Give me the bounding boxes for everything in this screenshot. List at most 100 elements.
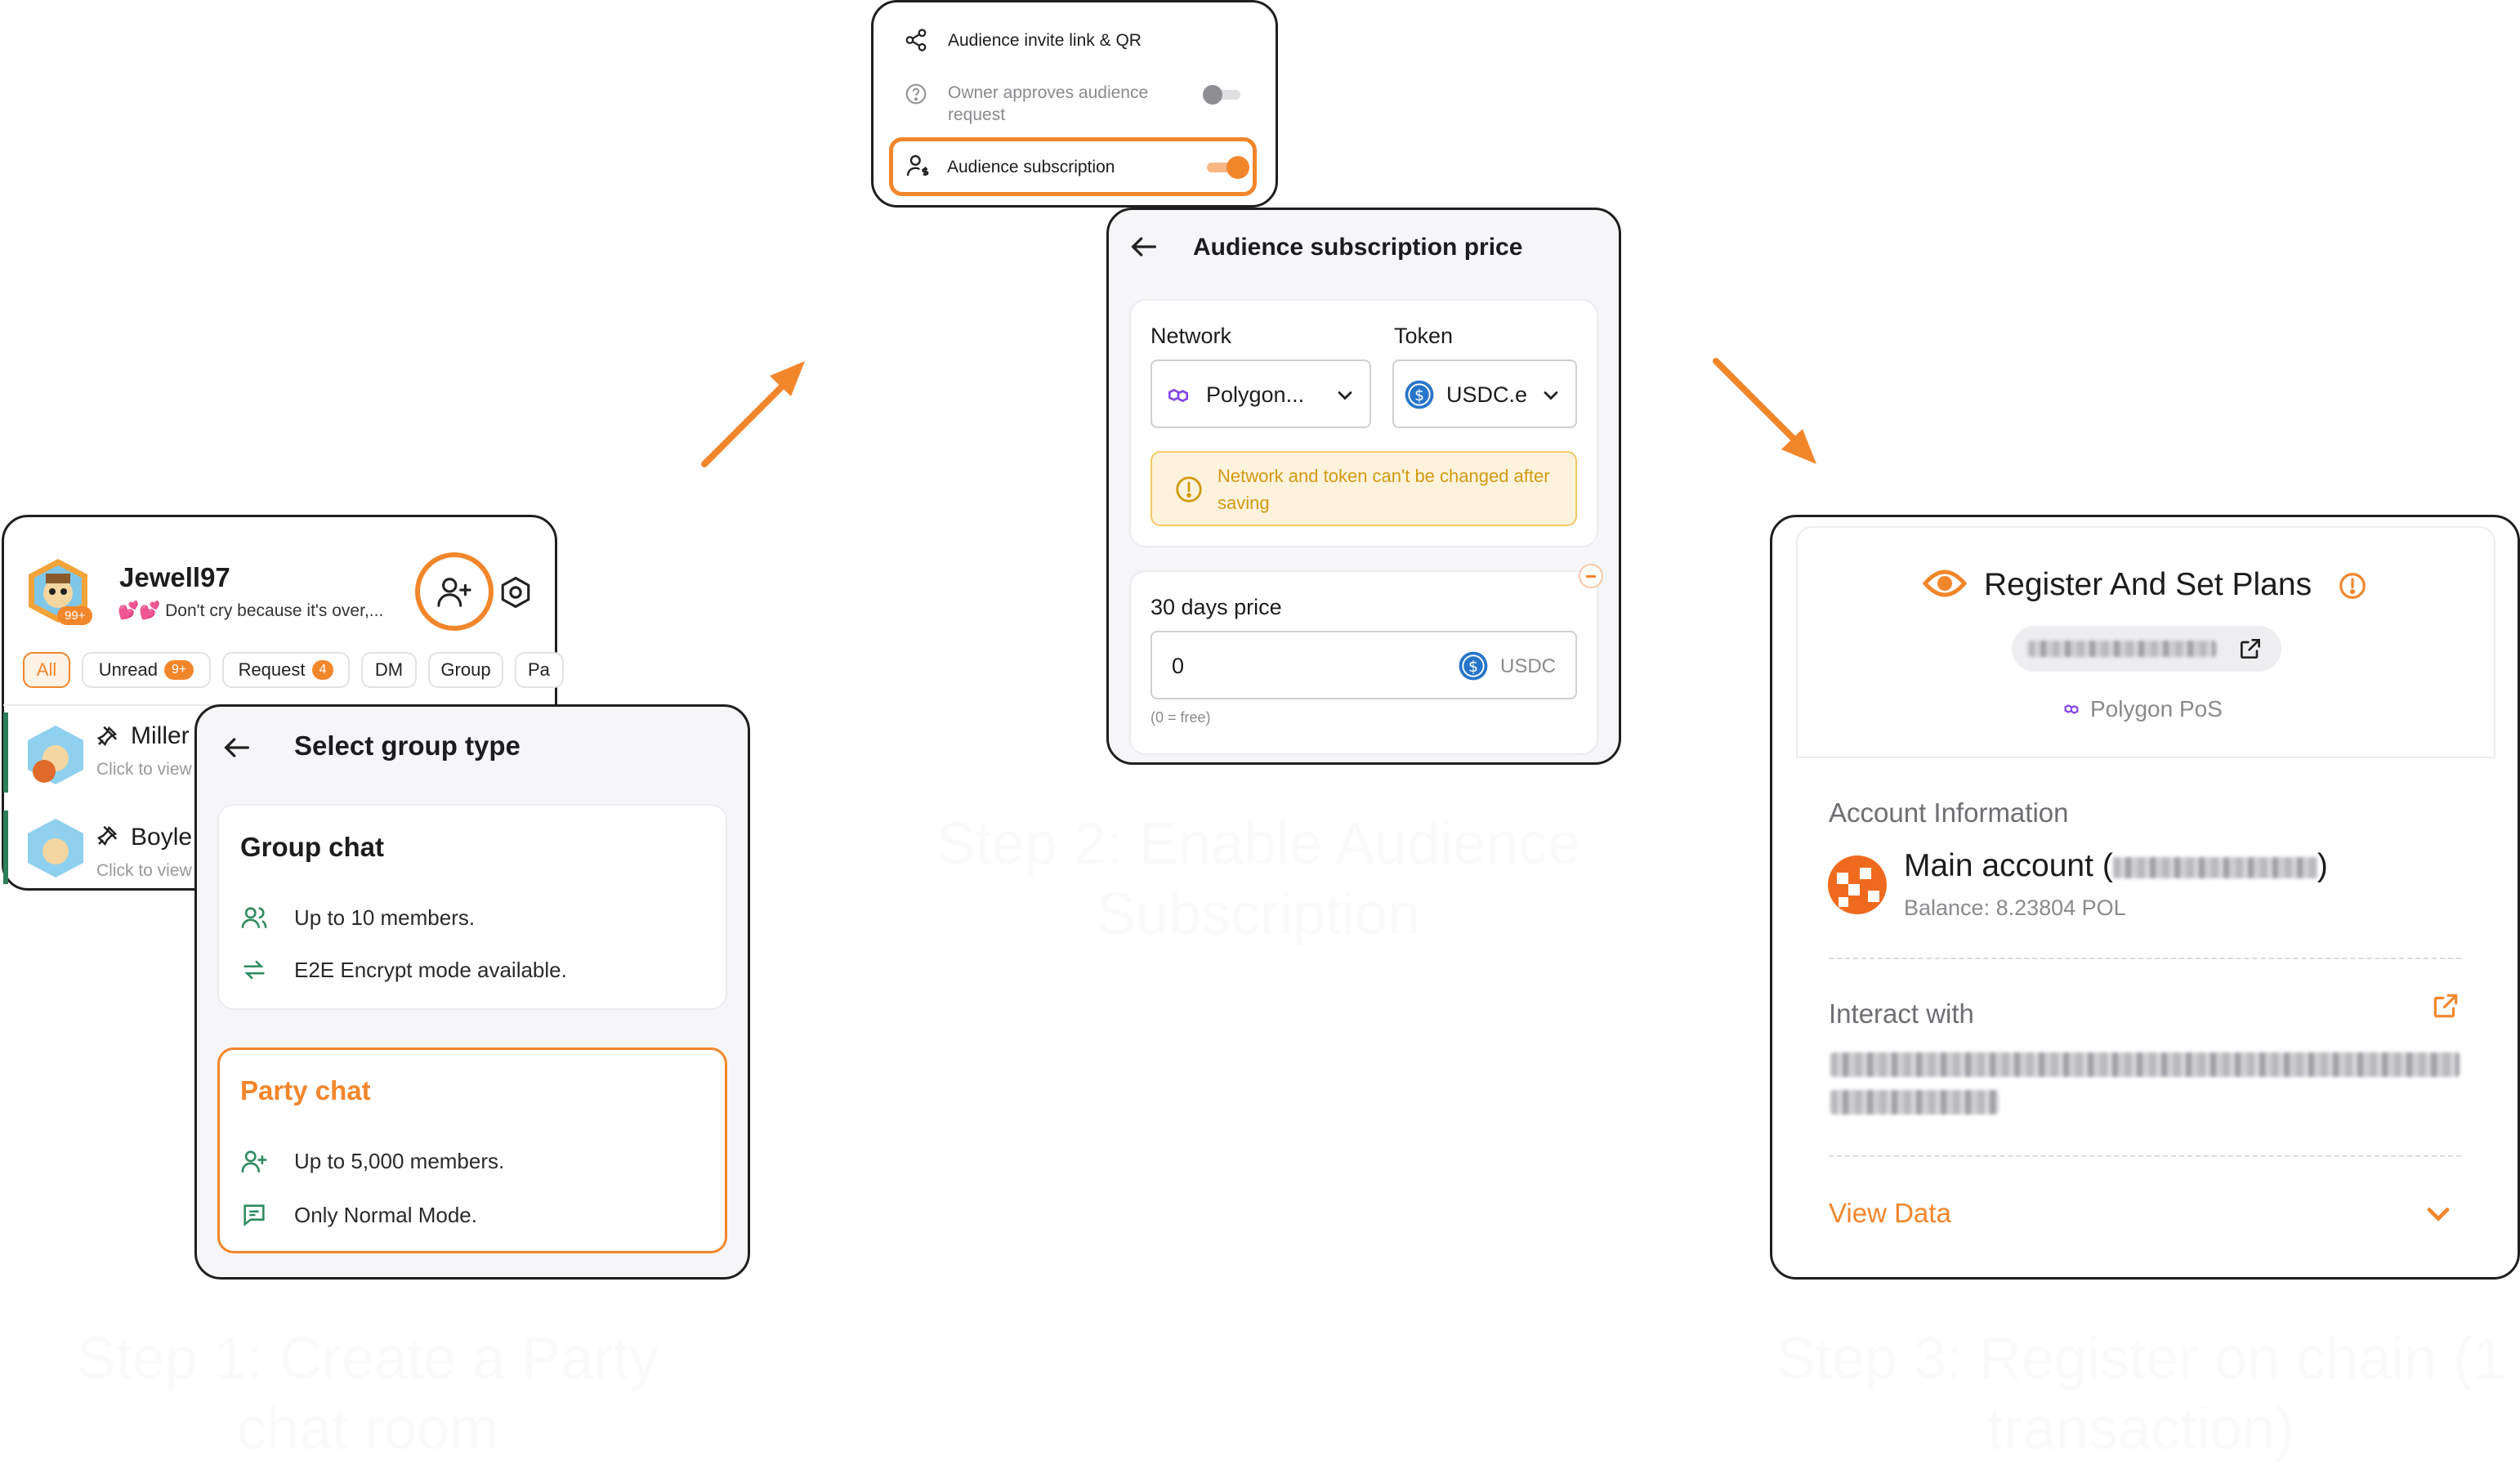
account-address-open: ( <box>2102 848 2113 883</box>
filter-request-label: Request <box>238 659 306 680</box>
token-value: USDC.e <box>1446 382 1528 407</box>
settings-icon[interactable] <box>498 575 533 610</box>
polygon-icon <box>1168 388 1188 403</box>
toggle-knob <box>1203 85 1222 105</box>
external-link-icon[interactable] <box>2430 990 2461 1021</box>
filter-unread-label: Unread <box>98 659 158 680</box>
token-label: Token <box>1394 324 1454 348</box>
toggle-knob <box>1226 156 1249 179</box>
network-label: Network <box>1151 324 1232 348</box>
network-select[interactable]: Polygon... <box>1151 360 1371 428</box>
svg-text:$: $ <box>1468 658 1478 676</box>
token-select[interactable]: $ USDC.e <box>1392 360 1577 428</box>
party-chat-feature-1: Up to 5,000 members. <box>294 1149 505 1173</box>
pin-icon <box>96 825 118 846</box>
back-arrow-icon[interactable] <box>1128 230 1160 263</box>
contract-address-redacted-line-1 <box>1830 1052 2460 1077</box>
chat-avatar <box>28 819 83 878</box>
profile-username: Jewell97 <box>119 562 230 592</box>
info-icon[interactable] <box>2337 570 2368 601</box>
setting-owner-approves-label: Owner approves audience request <box>948 83 1149 124</box>
register-title: Register And Set Plans <box>1984 567 2312 602</box>
filter-party-label: Pa <box>528 659 550 680</box>
filter-all[interactable]: All <box>23 652 70 688</box>
network-info: Polygon PoS <box>2062 696 2223 722</box>
setting-invite-link[interactable]: Audience invite link & QR <box>891 25 1258 60</box>
usdc-icon: $ <box>1459 651 1488 681</box>
filter-all-label: All <box>36 659 57 680</box>
encrypt-sync-icon <box>244 960 265 980</box>
pin-icon <box>96 726 118 747</box>
message-icon <box>244 1204 265 1226</box>
share-icon <box>905 29 927 51</box>
external-link-icon <box>2241 639 2260 659</box>
request-badge: 4 <box>311 660 334 680</box>
arrow-down-right-icon <box>1713 358 1816 464</box>
profile-status: 💕💕 Don't cry because it's over,... <box>118 601 383 621</box>
chevron-down-icon <box>1544 391 1558 400</box>
price-input[interactable]: 0 $ USDC <box>1151 631 1577 699</box>
account-address-redacted <box>2112 856 2317 878</box>
contract-address-redacted <box>2028 641 2216 657</box>
view-data-toggle[interactable]: View Data <box>1829 1198 1951 1228</box>
polygon-icon <box>2064 704 2079 714</box>
chat-preview: Click to view <box>96 760 192 779</box>
minus-glyph <box>1586 574 1596 578</box>
chat-row-2[interactable]: Boyle Click to view <box>3 807 556 889</box>
create-group-button[interactable] <box>415 552 494 631</box>
chevron-down-icon[interactable] <box>2420 1196 2456 1232</box>
price-hint: (0 = free) <box>1151 709 1211 726</box>
add-user-icon <box>437 578 471 607</box>
interact-label: Interact with <box>1829 998 1974 1029</box>
filter-dm-label: DM <box>374 659 404 680</box>
header-divider <box>1796 757 2495 758</box>
arrow-up-right-icon <box>701 361 805 467</box>
contract-address-redacted-line-2 <box>1830 1090 1999 1114</box>
status-emoji: 💕💕 <box>118 601 161 620</box>
avatar[interactable]: 99+ <box>25 557 93 625</box>
account-balance: Balance: 8.23804 POL <box>1904 896 2126 920</box>
group-chat-option[interactable] <box>217 804 727 1010</box>
contract-address-pill[interactable] <box>2012 626 2281 672</box>
price-unit: USDC <box>1500 655 1557 677</box>
network-value: Polygon... <box>1206 382 1305 407</box>
chat-name: Boyle <box>131 824 193 851</box>
party-chat-feature-2: Only Normal Mode. <box>294 1203 477 1227</box>
setting-invite-link-label: Audience invite link & QR <box>948 31 1142 50</box>
setting-owner-approves: Owner approves audience request <box>891 77 1258 129</box>
account-name: Main account <box>1904 848 2093 883</box>
setting-audience-subscription-label: Audience subscription <box>947 158 1115 176</box>
account-avatar <box>1828 855 1887 914</box>
price-input-value: 0 <box>1172 654 1185 678</box>
chat-row-accent <box>3 811 8 884</box>
members-icon <box>241 907 267 928</box>
group-chat-feature-2: E2E Encrypt mode available. <box>294 958 567 982</box>
filter-group[interactable]: Group <box>428 652 503 688</box>
chevron-down-icon <box>1338 391 1352 400</box>
party-chat-title: Party chat <box>240 1075 371 1105</box>
step2-caption: Step 2: Enable Audience Subscription <box>936 811 1581 948</box>
setting-audience-subscription[interactable]: Audience subscription <box>889 137 1257 196</box>
remove-plan-icon[interactable] <box>1579 564 1603 588</box>
group-chat-feature-1: Up to 10 members. <box>294 905 476 930</box>
back-arrow-icon[interactable] <box>221 731 253 764</box>
filter-party[interactable]: Pa <box>515 652 564 688</box>
period-label: 30 days price <box>1151 595 1282 619</box>
add-members-icon <box>241 1150 267 1173</box>
select-group-title: Select group type <box>294 730 521 761</box>
chat-avatar <box>28 726 83 784</box>
step1-caption: Step 1: Create a Party chat room <box>76 1326 659 1463</box>
owner-approves-toggle[interactable] <box>1203 85 1242 105</box>
user-dollar-icon <box>906 154 929 176</box>
audience-subscription-toggle[interactable] <box>1207 156 1251 179</box>
avatar-image <box>29 559 87 623</box>
party-chat-option[interactable] <box>217 1047 727 1253</box>
chat-row-1[interactable]: Miller Click to view <box>3 708 556 797</box>
account-section-title: Account Information <box>1829 797 2069 828</box>
help-icon <box>905 83 927 105</box>
network-warning-text: Network and token can't be changed after… <box>1218 466 1550 513</box>
filter-dm[interactable]: DM <box>361 652 417 688</box>
svg-text:$: $ <box>1414 386 1424 404</box>
